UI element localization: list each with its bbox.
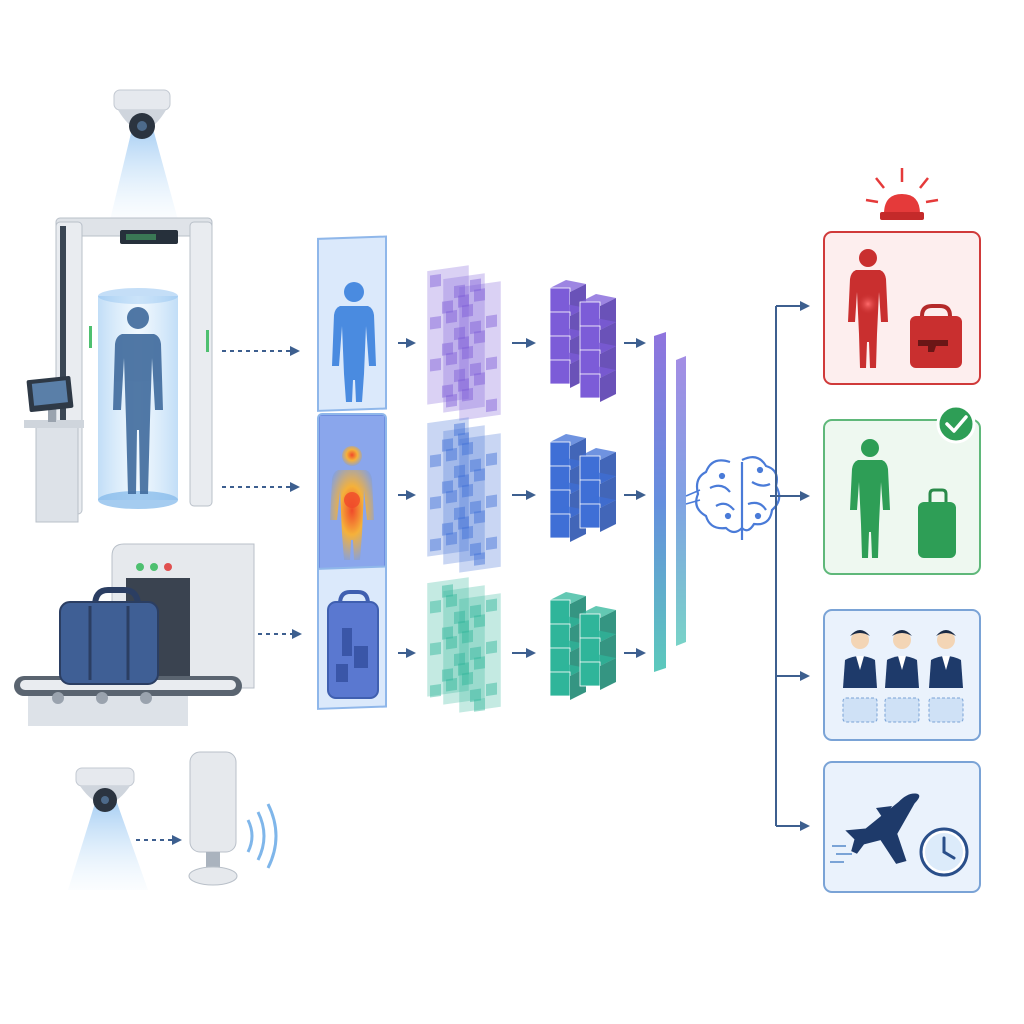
feature-cube [579, 496, 616, 532]
body-scanner [24, 217, 213, 523]
feature-cube [579, 654, 616, 690]
security-staff-group [842, 630, 964, 723]
security-staff-member [842, 630, 878, 723]
alarm-beacon-icon [865, 168, 939, 220]
feature-map-layers [427, 265, 501, 713]
feature-cube-stacks [549, 280, 616, 700]
feature-map-sheet [427, 417, 469, 557]
feature-map-sheet [459, 281, 501, 421]
fusion-layer [654, 332, 686, 672]
threat-alert-panel [823, 231, 981, 385]
brain-inputs [685, 489, 701, 505]
thermal-heatmap [317, 413, 387, 577]
passenger-cleared-panel [823, 419, 981, 575]
feature-map-sheet [443, 585, 485, 705]
luggage-xray-scan [317, 565, 387, 710]
feature-map-sheet [443, 425, 485, 565]
flight-timing-panel [823, 761, 981, 893]
feature-map-sheet [427, 577, 469, 698]
baggage-xray [14, 543, 255, 726]
camera-sensor [68, 751, 278, 890]
feature-map-sheet [427, 265, 469, 405]
feature-map-sheet [459, 433, 501, 573]
stage-arrows [398, 338, 646, 658]
feature-cube [579, 366, 616, 402]
airplane-icon [845, 793, 920, 864]
ceiling-camera [110, 89, 178, 220]
security-staff-member [884, 630, 920, 723]
clock-icon [919, 827, 969, 877]
brain-icon [695, 455, 781, 540]
input-arrows [136, 346, 302, 845]
check-circle-icon [936, 404, 976, 444]
output-tree [770, 301, 810, 831]
feature-map-sheet [459, 593, 501, 713]
security-staff-member [928, 630, 964, 723]
staff-allocation-panel [823, 609, 981, 741]
body-scan [317, 235, 387, 412]
feature-map-sheet [443, 273, 485, 413]
